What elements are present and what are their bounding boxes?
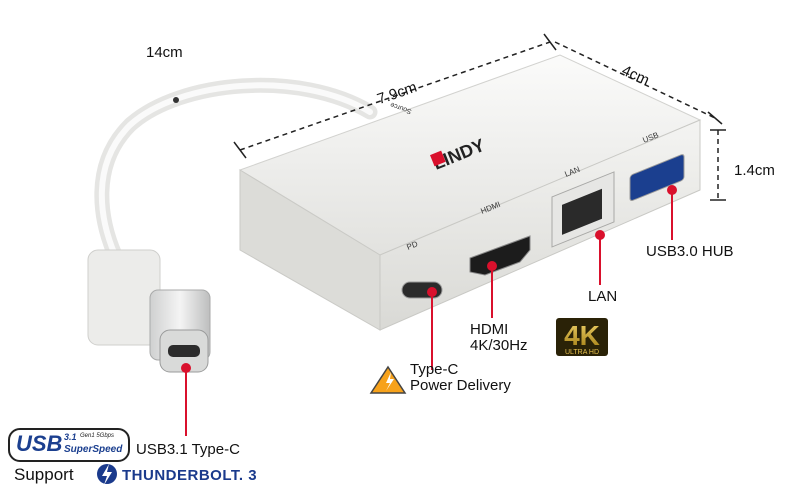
thunderbolt-version: 3 (248, 467, 258, 484)
typec-pd-line2: Power Delivery (410, 377, 511, 394)
badge-4k: 4K (564, 320, 600, 351)
typec-pd-label: Type-C Power Delivery (410, 362, 511, 394)
usb-logo-speed: SuperSpeed (64, 444, 123, 455)
thunderbolt-text: THUNDERBOLT (122, 467, 239, 484)
cable-length-label: 14cm (146, 44, 183, 61)
hdmi-label-line1: HDMI (470, 321, 509, 338)
hdmi-port (469, 235, 531, 276)
4k-ultra-hd-badge: 4K ULTRA HD (556, 318, 608, 356)
hdmi-label: HDMI 4K/30Hz (470, 322, 528, 354)
usb3-hub-label: USB3.0 HUB (646, 243, 734, 260)
usb31-typec-label: USB3.1 Type-C (136, 441, 240, 458)
thunderbolt-icon (97, 464, 117, 485)
usb31-superspeed-logo: USB 3.1 Gen1 5Gbps SuperSpeed (8, 428, 130, 462)
badge-ultra-hd: ULTRA HD (565, 349, 599, 356)
usb-logo-version: 3.1 (64, 432, 77, 442)
print-pd: PD (405, 239, 419, 252)
support-label: Support (14, 465, 74, 484)
lan-label: LAN (588, 288, 618, 305)
typec-pd-line1: Type-C (410, 361, 459, 378)
warning-triangle-icon (369, 365, 407, 394)
usb-logo-gen: Gen1 5Gbps (80, 433, 115, 439)
thunderbolt-3-label: THUNDERBOLT. 3 (122, 467, 258, 484)
callout-lines (181, 185, 677, 436)
adapter-body (238, 54, 702, 331)
usb-c-plug (87, 249, 211, 373)
usb3-port (629, 154, 685, 202)
dimension-lines (233, 33, 726, 201)
height-label: 1.4cm (734, 162, 775, 179)
hdmi-label-line2: 4K/30Hz (470, 337, 528, 354)
usb-logo-main: USB (16, 431, 63, 456)
